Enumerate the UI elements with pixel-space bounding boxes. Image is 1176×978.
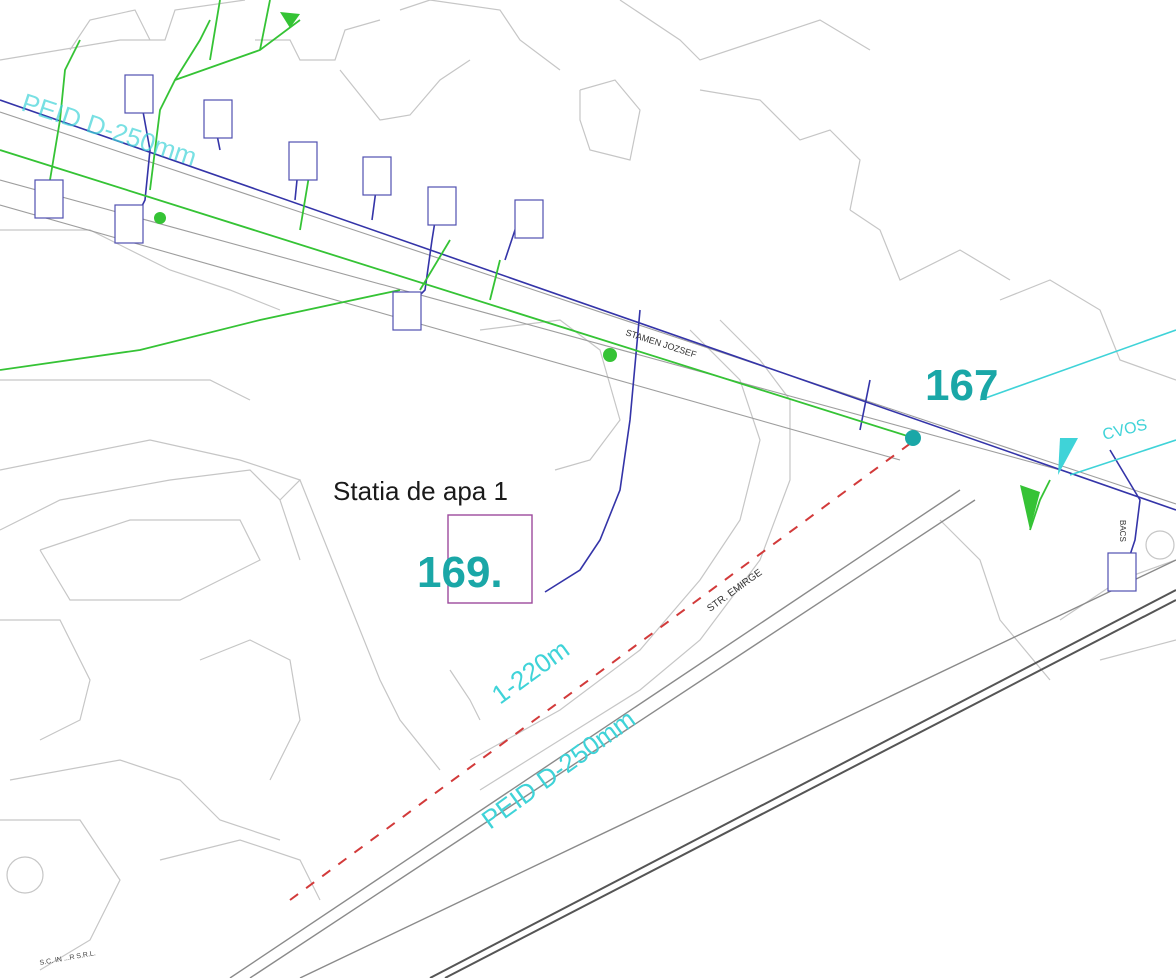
point-167-label: 167: [925, 361, 998, 410]
flow-arrow-icon: [280, 12, 300, 28]
manhole-box-icon: [427, 186, 457, 226]
cyan-pipe-lines: [979, 329, 1176, 476]
manhole-box-icon: [362, 156, 392, 196]
cyan-pipe-label-1: 1-220m: [486, 634, 575, 710]
node-symbols: [154, 12, 1078, 530]
sewer-network: [0, 94, 1176, 593]
point-169-label: 169.: [417, 548, 503, 597]
station-name: Statia de apa 1: [333, 476, 508, 506]
manhole-box-icon: [514, 199, 544, 239]
manhole-box-icon: [114, 204, 144, 244]
manhole-box-icon: [34, 179, 64, 219]
cyan-pipe-label-2: PEID D-250mm: [476, 704, 641, 835]
flow-arrow-icon: [1020, 485, 1040, 530]
dashed-route: [289, 439, 916, 901]
railway-lines: [229, 489, 1176, 978]
manhole-boxes: [34, 74, 1137, 592]
manhole-box-icon: [1107, 552, 1137, 592]
cyan-pipe-label-top: PEID D-250mm: [18, 87, 200, 172]
manhole-box-icon: [392, 291, 422, 331]
point-169-highlight: [447, 514, 533, 604]
cvos-tag: CVOS: [1101, 416, 1149, 443]
water-node-icon: [603, 348, 617, 362]
street-boundaries: [0, 111, 1176, 505]
manhole-box-icon: [203, 99, 233, 139]
manhole-box-icon: [124, 74, 154, 114]
junction-icon: [905, 430, 921, 446]
right-street-label: BACS: [1118, 520, 1127, 542]
manhole-box-icon: [288, 141, 318, 181]
street-str: STR. EMIRGE: [705, 567, 764, 614]
water-network: [0, 0, 1051, 531]
flow-arrow-icon: [1058, 438, 1078, 475]
water-node-icon: [154, 212, 166, 224]
